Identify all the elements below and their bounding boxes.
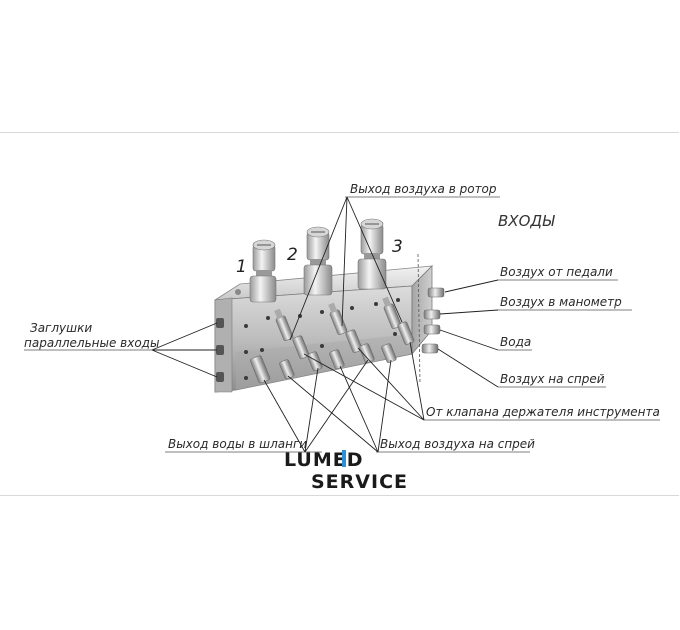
knob-number-2: 2	[287, 245, 298, 265]
label-air-spray-out: Выход воздуха на спрей	[380, 437, 535, 451]
diagram-frame	[0, 132, 679, 496]
label-instrument-valve: От клапана держателя инструмента	[426, 405, 660, 419]
lumed-service-logo: LUMED SERVICE	[284, 449, 408, 493]
label-air-rotor: Выход воздуха в ротор	[350, 182, 497, 196]
label-air-pedal: Воздух от педали	[500, 265, 613, 279]
front-fittings	[250, 296, 415, 384]
inputs-header: ВХОДЫ	[498, 212, 555, 230]
side-fittings	[417, 253, 445, 385]
leader-lines	[24, 196, 660, 453]
logo-line1: LUMED	[284, 449, 364, 471]
label-air-spray-in: Воздух на спрей	[500, 372, 605, 386]
logo-line2: SERVICE	[311, 471, 408, 493]
label-water-hoses: Выход воды в шланги	[168, 437, 307, 451]
label-plugs-line2: параллельные входы	[24, 336, 159, 350]
label-air-manometer: Воздух в манометр	[500, 295, 622, 309]
label-water: Вода	[500, 335, 531, 349]
label-plugs-line1: Заглушки	[30, 321, 92, 335]
knob-number-3: 3	[392, 237, 403, 257]
knob-number-1: 1	[236, 257, 247, 277]
logo-accent-bar	[342, 450, 346, 467]
